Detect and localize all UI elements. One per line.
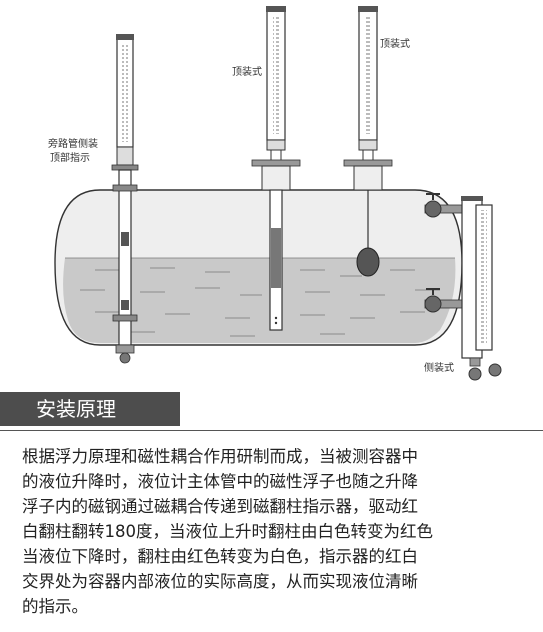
top-mount-label-2: 顶装式 bbox=[380, 39, 410, 50]
top-mount-label-1: 顶装式 bbox=[232, 67, 262, 78]
description-line: 浮子内的磁钢通过磁耦合传递到磁翻柱指示器，驱动红 bbox=[22, 497, 418, 516]
description-line: 的指示。 bbox=[22, 597, 88, 616]
section-title: 安装原理 bbox=[36, 397, 116, 421]
liquid-level bbox=[63, 258, 456, 343]
description-line: 白翻柱翻转180度，当液位上升时翻柱由白色转变为红色 bbox=[22, 522, 433, 541]
description-line: 当液位下降时，翻柱由红色转变为白色，指示器的红白 bbox=[22, 547, 418, 566]
section-title-bar: 安装原理 bbox=[0, 392, 180, 426]
installation-diagram: 旁路管侧装 顶部指示 顶装式 顶装式 侧装式 bbox=[48, 6, 502, 381]
top-mount-gauge-2 bbox=[343, 6, 393, 277]
description-line: 根据浮力原理和磁性耦合作用研制而成，当被测容器中 bbox=[22, 447, 418, 466]
side-mount-label: 侧装式 bbox=[424, 363, 454, 374]
description-line: 的液位升降时，液位计主体管中的磁性浮子也随之升降 bbox=[22, 472, 418, 491]
side-mount-gauge bbox=[424, 193, 502, 381]
section-divider bbox=[0, 430, 543, 431]
section-header: 安装原理 bbox=[0, 392, 543, 432]
bypass-label-line2: 顶部指示 bbox=[50, 153, 90, 164]
tank bbox=[54, 189, 463, 346]
bypass-gauge bbox=[111, 34, 139, 364]
top-mount-gauge-1 bbox=[251, 6, 301, 331]
bypass-label-line1: 旁路管侧装 bbox=[48, 139, 98, 150]
description: 根据浮力原理和磁性耦合作用研制而成，当被测容器中 的液位升降时，液位计主体管中的… bbox=[22, 444, 532, 619]
description-line: 交界处为容器内部液位的实际高度，从而实现液位清晰 bbox=[22, 572, 418, 591]
